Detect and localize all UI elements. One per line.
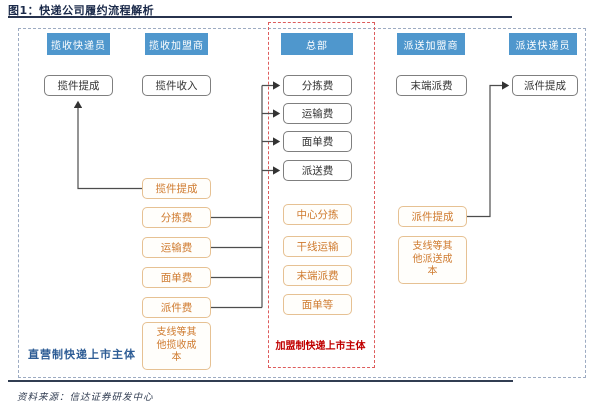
box-other-delivery-costs: 支线等其他派送成本 (398, 236, 467, 284)
box-waybill-etc: 面单等 (283, 294, 352, 315)
box-trunk-transport: 干线运输 (283, 236, 352, 257)
header-headquarters: 总部 (281, 33, 353, 55)
figure-title: 图1：快递公司履约流程解析 (8, 4, 155, 17)
box-hq-delivery-fee: 派送费 (283, 160, 352, 181)
box-pickup-commission-cost: 揽件提成 (142, 178, 211, 199)
label-direct-operated-entity: 直营制快递上市主体 (28, 348, 136, 361)
direct-operated-region-border (18, 28, 586, 378)
box-pickup-income: 揽件收入 (142, 75, 211, 96)
box-transport-fee-cost: 运输费 (142, 237, 211, 258)
box-delivery-fee-cost: 派件费 (142, 297, 211, 318)
label-franchise-entity: 加盟制快递上市主体 (275, 341, 366, 352)
box-hq-transport-fee: 运输费 (283, 103, 352, 124)
header-pickup-franchisee: 揽收加盟商 (145, 33, 208, 55)
box-hq-sorting-fee: 分拣费 (283, 75, 352, 96)
box-hq-waybill-fee: 面单费 (283, 131, 352, 152)
box-terminal-delivery-fee: 末端派费 (396, 75, 467, 96)
header-delivery-franchisee: 派送加盟商 (397, 33, 465, 55)
box-central-sorting: 中心分拣 (283, 204, 352, 225)
franchise-region-border (268, 22, 375, 368)
box-delivery-commission-cost: 派件提成 (398, 206, 467, 227)
box-pickup-commission-courier: 揽件提成 (44, 75, 113, 96)
box-other-pickup-costs: 支线等其他揽收成本 (142, 322, 211, 370)
bottom-divider (8, 380, 513, 382)
title-underline (8, 16, 512, 18)
source-note: 资料来源：信达证券研发中心 (17, 392, 154, 403)
header-pickup-courier: 揽收快递员 (47, 33, 110, 55)
box-delivery-commission-courier: 派件提成 (512, 75, 578, 96)
box-sorting-fee-cost: 分拣费 (142, 207, 211, 228)
box-waybill-fee-cost: 面单费 (142, 267, 211, 288)
header-delivery-courier: 派送快递员 (509, 33, 577, 55)
box-terminal-delivery-cost: 末端派费 (283, 265, 352, 286)
